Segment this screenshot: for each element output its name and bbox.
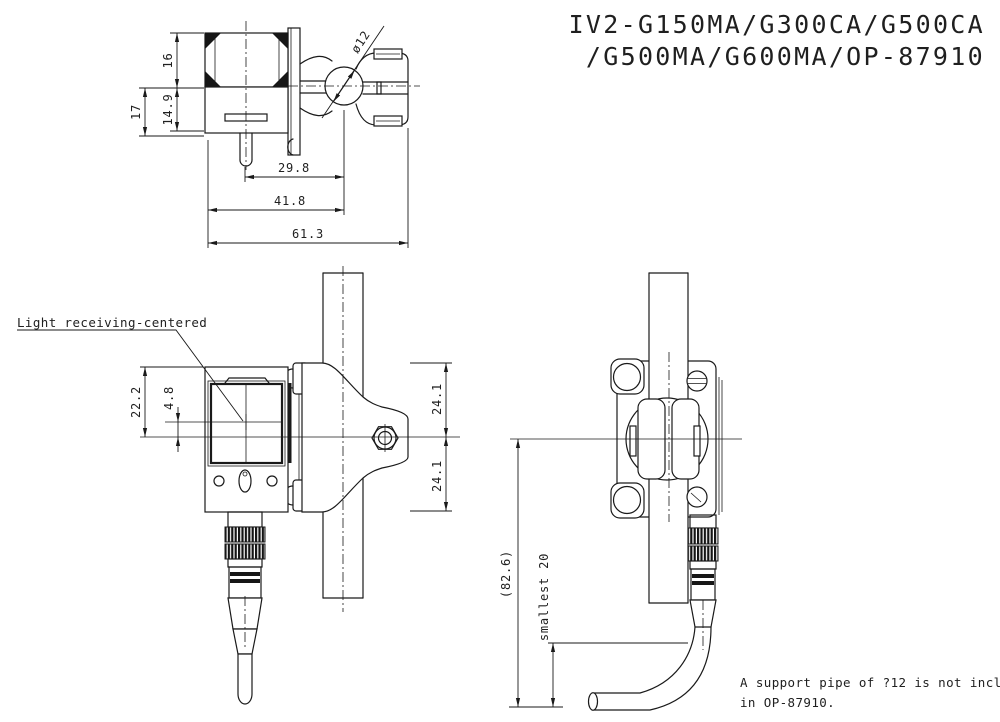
dim-4-8: 4.8 (162, 386, 176, 410)
front-view-clamp-bracket (301, 362, 409, 513)
top-view-sensor-body (204, 86, 289, 167)
dim-29-8: 29.8 (278, 161, 310, 175)
knurl-ring-1 (224, 526, 266, 543)
dim-24-1-upper: 24.1 (430, 383, 444, 415)
dim-14-9: 14.9 (161, 93, 175, 125)
light-receiving-label: Light receiving-centered (17, 315, 244, 422)
knurl-ring-2 (224, 543, 266, 560)
dim-61-3: 61.3 (292, 227, 324, 241)
hex-bolt (371, 424, 399, 452)
cable-inner-curve (591, 626, 696, 694)
label-light-receiving: Light receiving-centered (17, 315, 207, 330)
knurl-ring-1 (687, 527, 719, 545)
dim-82-6: (82.6) (499, 550, 513, 598)
front-view-dimensions: 22.2 4.8 24.1 24.1 (129, 362, 452, 512)
top-view-sensor-head (204, 32, 289, 88)
lens-window (209, 382, 284, 465)
panel-screw-right (266, 475, 278, 487)
knurl-ring-2 (687, 545, 719, 562)
note-line-2: in OP-87910. (740, 695, 835, 710)
mount-hole-top (612, 362, 642, 392)
light-receiving-center (165, 414, 283, 430)
side-view-screws (686, 370, 708, 508)
dim-16: 16 (161, 52, 175, 68)
drawing-title: IV2-G150MA/G300CA/G500CA /G500MA/G600MA/… (569, 10, 985, 71)
panel-screw-left (213, 475, 225, 487)
mount-hole-bottom (612, 485, 642, 515)
side-view-connector (587, 514, 719, 711)
top-view-mount-plate (287, 27, 301, 156)
cable-end (237, 653, 253, 705)
cable-end (587, 692, 599, 711)
front-view-connector (224, 511, 266, 705)
side-view-dimensions: (82.6) smallest 20 (499, 439, 688, 708)
bracket-screw-bottom (686, 486, 708, 508)
title-line-1: IV2-G150MA/G300CA/G500CA (569, 10, 985, 39)
bracket-screw-top (686, 370, 708, 392)
indicator-oval (238, 469, 252, 493)
side-view: (82.6) smallest 20 (499, 272, 742, 711)
dim-41-8: 41.8 (274, 194, 306, 208)
dim-24-1-lower: 24.1 (430, 460, 444, 492)
dim-17: 17 (129, 104, 143, 120)
title-line-2: /G500MA/G600MA/OP-87910 (586, 42, 985, 71)
front-view-sensor-body (204, 366, 289, 513)
side-view-support-pipe (648, 272, 689, 604)
dim-22-2: 22.2 (129, 386, 143, 418)
footnote: A support pipe of ?12 is not included in… (740, 675, 1000, 710)
top-view-pipe-clamp (299, 48, 409, 127)
cable-outer-curve (591, 626, 712, 711)
dim-dia-12: ø12 (348, 28, 373, 56)
note-line-1: A support pipe of ?12 is not included (740, 675, 1000, 690)
top-view: 16 14.9 17 29.8 41.8 61.3 (129, 21, 420, 248)
dim-smallest-20: smallest 20 (537, 553, 551, 641)
front-view: Light receiving-centered 22.2 4.8 24.1 2… (17, 266, 460, 705)
